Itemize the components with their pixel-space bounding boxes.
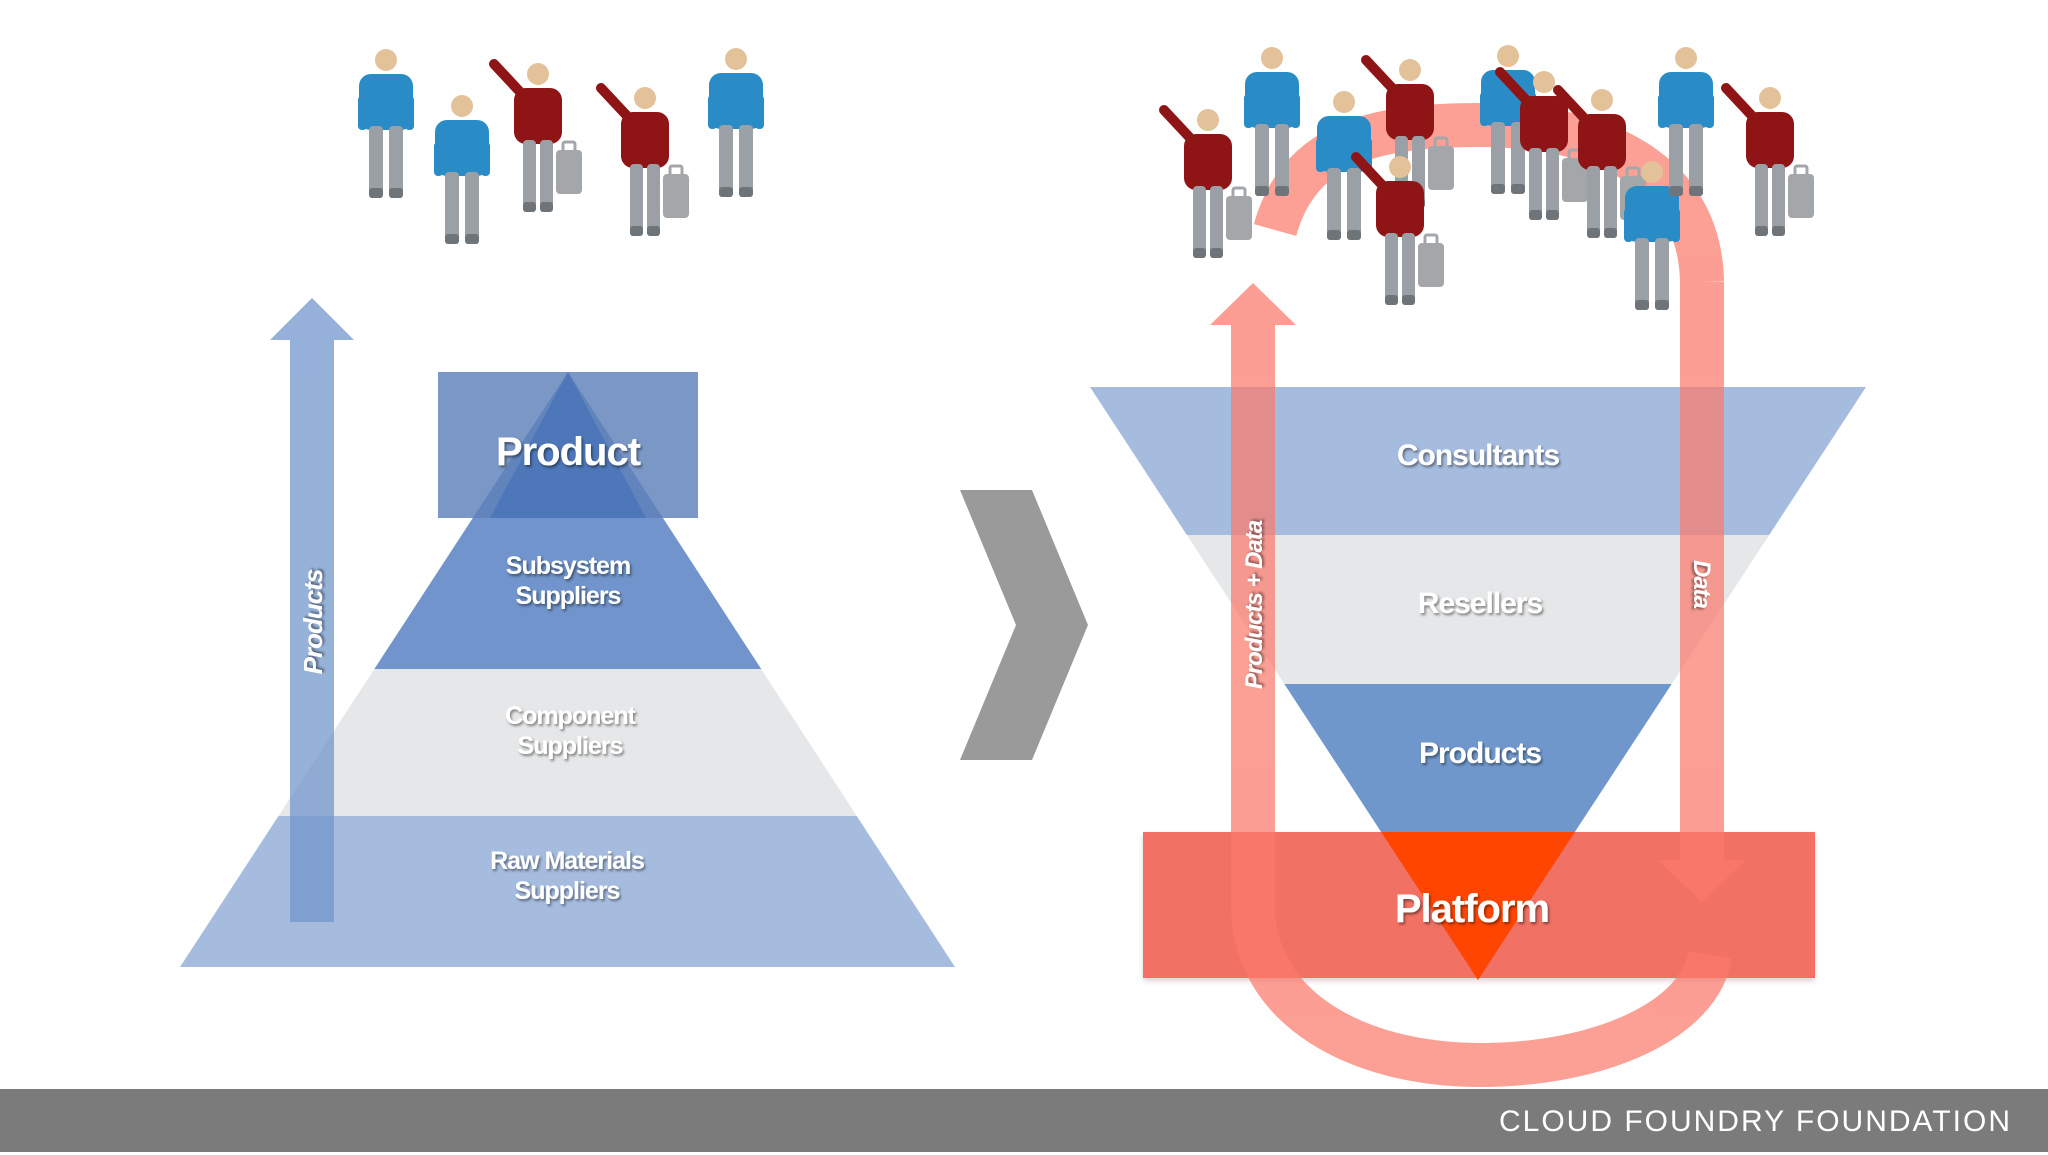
- right-down-arrowhead: [1658, 860, 1746, 902]
- right-down-arrow-shaft: [1680, 282, 1724, 862]
- raw-materials-label-line2: Suppliers: [515, 877, 620, 905]
- chevron-right-icon: [960, 490, 1088, 760]
- products-data-arrow-label: Products + Data: [1241, 520, 1268, 689]
- platform-funnel: Consultants Resellers Products Platform …: [1090, 102, 1866, 1088]
- people-group-left: [358, 48, 764, 244]
- subsystem-label-line1: Subsystem: [506, 552, 630, 580]
- products-arrow-label: Products: [298, 569, 328, 674]
- product-label: Product: [496, 430, 641, 474]
- left-up-arrowhead: [1210, 283, 1296, 325]
- person-icon: [358, 49, 414, 198]
- left-up-arrow-shaft: [1231, 320, 1275, 905]
- platform-label: Platform: [1395, 887, 1549, 931]
- person-with-briefcase-icon: [1726, 87, 1814, 236]
- bottom-loop-arrow: [1231, 904, 1732, 1088]
- footer-bar: [0, 1089, 2048, 1152]
- component-label-line2: Suppliers: [518, 732, 623, 760]
- component-label-line1: Component: [505, 702, 637, 730]
- person-with-briefcase-icon: [601, 87, 689, 236]
- person-icon: [708, 48, 764, 197]
- supply-pyramid: Product Subsystem Suppliers Component Su…: [180, 298, 955, 967]
- raw-materials-label-line1: Raw Materials: [490, 847, 644, 875]
- products-up-arrow: [270, 298, 354, 922]
- consultants-label: Consultants: [1397, 439, 1560, 472]
- person-with-briefcase-icon: [494, 63, 582, 212]
- products-label: Products: [1419, 737, 1541, 770]
- data-arrow-label: Data: [1688, 560, 1715, 609]
- person-with-briefcase-icon: [1164, 109, 1252, 258]
- footer-brand: CLOUD FOUNDRY FOUNDATION: [1498, 1105, 2012, 1138]
- pyramid-apex: [490, 372, 646, 518]
- funnel-consultants-band: [1090, 387, 1866, 535]
- resellers-label: Resellers: [1418, 587, 1543, 620]
- subsystem-label-line2: Suppliers: [516, 582, 621, 610]
- person-icon: [434, 95, 490, 244]
